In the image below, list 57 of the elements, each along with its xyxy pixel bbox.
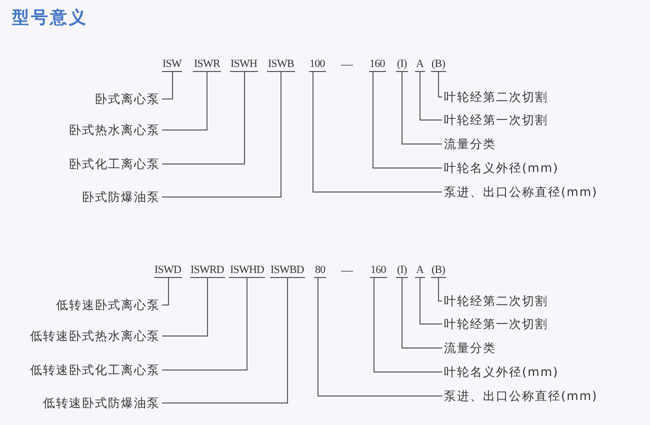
description-text: 泵进、出口公称直径(mm) <box>444 185 598 199</box>
code-segment: ISWBD <box>270 264 305 278</box>
leader-line <box>402 278 442 348</box>
code-segment: A <box>415 58 425 72</box>
description-text: 叶轮经第二次切割 <box>444 90 548 104</box>
description-text: 流量分类 <box>444 137 496 151</box>
code-segment: (B) <box>430 264 446 278</box>
leader-line <box>312 72 442 192</box>
separator-dash: — <box>341 57 353 72</box>
leader-line <box>420 278 442 324</box>
description-text: 卧式离心泵 <box>95 92 160 106</box>
code-segment: ISWHD <box>229 264 266 278</box>
leader-line <box>162 278 248 370</box>
description-text: 低转速卧式化工离心泵 <box>30 363 160 377</box>
code-segment: (I) <box>396 264 408 278</box>
description-text: 低转速卧式防爆油泵 <box>43 396 160 410</box>
leader-line <box>374 278 442 372</box>
code-segment: ISWB <box>267 58 295 72</box>
leader-line <box>402 72 442 144</box>
leader-line <box>372 72 442 168</box>
description-text: 泵进、出口公称直径(mm) <box>444 389 598 403</box>
description-text: 卧式热水离心泵 <box>69 123 160 137</box>
code-segment: (B) <box>430 58 446 72</box>
code-segment: 80 <box>314 264 326 278</box>
code-segment: ISW <box>162 58 182 72</box>
code-segment: ISWH <box>230 58 258 72</box>
code-segment: 160 <box>368 58 386 72</box>
diagram-title: 型号意义 <box>12 7 88 29</box>
description-text: 叶轮经第二次切割 <box>444 294 548 308</box>
leader-line <box>438 278 442 302</box>
leader-line <box>162 278 208 336</box>
description-text: 低转速卧式离心泵 <box>56 298 160 312</box>
leader-line <box>162 278 169 306</box>
separator-dash: — <box>341 263 353 278</box>
code-segment: (I) <box>396 58 408 72</box>
description-text: 叶轮名义外径(mm) <box>444 161 559 175</box>
code-segment: ISWRD <box>190 264 225 278</box>
leader-line <box>162 72 208 130</box>
leader-line <box>438 72 442 98</box>
leader-line <box>318 278 442 396</box>
leader-line <box>162 278 288 404</box>
description-text: 叶轮名义外径(mm) <box>444 365 559 379</box>
description-text: 卧式防爆油泵 <box>82 190 160 204</box>
description-text: 流量分类 <box>444 341 496 355</box>
description-text: 低转速卧式热水离心泵 <box>30 329 160 343</box>
description-text: 叶轮经第一次切割 <box>444 317 548 331</box>
description-text: 卧式化工离心泵 <box>69 157 160 171</box>
code-segment: ISWR <box>193 58 221 72</box>
leader-line <box>162 72 245 164</box>
code-segment: ISWD <box>154 264 182 278</box>
description-text: 叶轮经第一次切割 <box>444 113 548 127</box>
code-segment: A <box>415 264 425 278</box>
leader-line <box>162 72 282 198</box>
leader-line <box>420 72 442 120</box>
code-segment: 160 <box>370 264 387 278</box>
leader-line <box>162 72 173 100</box>
code-segment: 100 <box>308 58 326 72</box>
